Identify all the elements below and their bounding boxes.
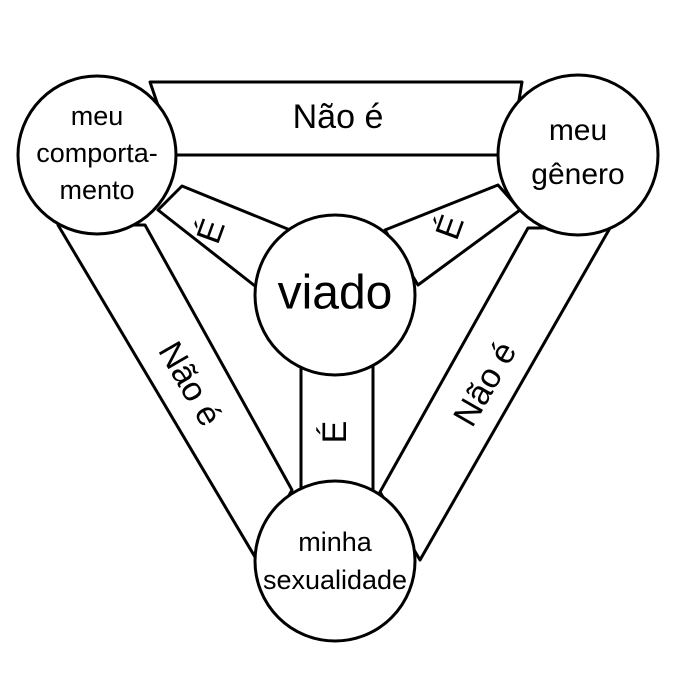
node-behavior-label-3: mento [59,175,134,205]
relation-behavior-gender-label: Não é [293,98,384,136]
node-gender-label-2: gênero [531,158,624,191]
node-behavior-label-2: comporta- [36,138,158,168]
node-center-label: viado [278,267,393,320]
node-center [253,213,417,377]
node-sexuality-label-1: minha [298,527,373,557]
node-behavior-label-1: meu [71,101,124,131]
node-gender-label-1: meu [549,114,607,147]
node-behavior [16,74,178,236]
relation-center-sexuality-label: É [316,421,354,444]
node-sexuality [253,479,417,643]
node-gender [496,73,660,237]
node-sexuality-label-2: sexualidade [263,565,407,595]
